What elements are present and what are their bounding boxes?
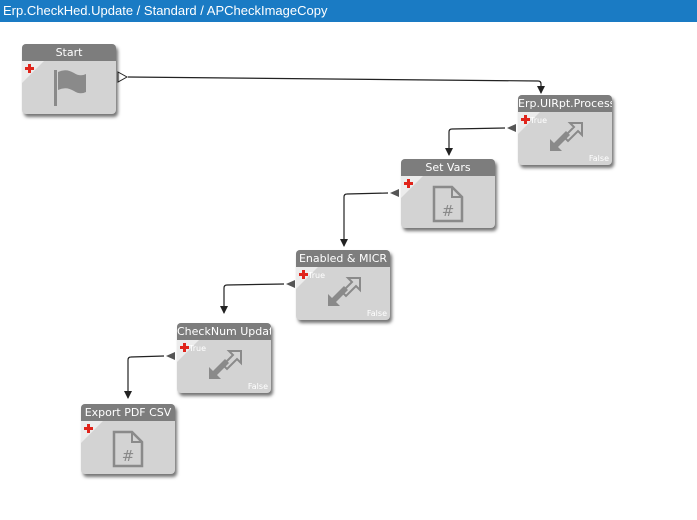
- connector-start-to-process: [127, 76, 545, 94]
- node-start-title: Start: [22, 44, 116, 61]
- svg-text:#: #: [442, 202, 455, 220]
- node-corner: [296, 267, 318, 289]
- node-enabled-title: Enabled & MICR: [296, 250, 390, 267]
- condition-arrows-icon: [328, 277, 361, 306]
- plus-icon[interactable]: [521, 115, 530, 124]
- node-setvars[interactable]: Set Vars #: [401, 159, 495, 228]
- false-label: False: [247, 382, 268, 391]
- window-title: Erp.CheckHed.Update / Standard / APCheck…: [0, 0, 697, 22]
- node-corner: [22, 61, 44, 83]
- true-label: True: [530, 116, 547, 125]
- plus-icon[interactable]: [180, 343, 189, 352]
- false-label: False: [588, 154, 609, 163]
- node-setvars-title: Set Vars: [401, 159, 495, 176]
- port-setvars-in[interactable]: [390, 189, 399, 197]
- port-start-out[interactable]: [117, 71, 129, 83]
- node-checknum[interactable]: CheckNum Update True False: [177, 323, 271, 393]
- node-enabled[interactable]: Enabled & MICR True False: [296, 250, 390, 320]
- flag-icon: [54, 70, 86, 106]
- plus-icon[interactable]: [84, 424, 93, 433]
- node-start[interactable]: Start: [22, 44, 116, 114]
- port-enabled-in[interactable]: [286, 280, 295, 288]
- connector-checknum-to-export: [124, 355, 165, 399]
- condition-arrows-icon: [550, 122, 583, 151]
- connector-enabled-to-checknum: [220, 283, 285, 314]
- plus-icon[interactable]: [299, 270, 308, 279]
- hash-document-icon: #: [112, 430, 144, 468]
- true-label: True: [189, 344, 206, 353]
- node-corner: [518, 112, 540, 134]
- connector-process-to-setvars: [445, 127, 506, 156]
- node-process-title: Erp.UIRpt.ProcessP: [518, 95, 612, 112]
- svg-text:#: #: [122, 447, 135, 465]
- node-checknum-title: CheckNum Update: [177, 323, 271, 340]
- hash-document-icon: #: [432, 185, 464, 223]
- true-label: True: [308, 271, 325, 280]
- condition-arrows-icon: [209, 350, 242, 379]
- plus-icon[interactable]: [25, 64, 34, 73]
- port-checknum-in[interactable]: [166, 352, 175, 360]
- node-export[interactable]: Export PDF CSV #: [81, 404, 175, 474]
- false-label: False: [366, 309, 387, 318]
- plus-icon[interactable]: [404, 179, 413, 188]
- port-process-in[interactable]: [507, 124, 516, 132]
- node-process[interactable]: Erp.UIRpt.ProcessP True False: [518, 95, 612, 165]
- node-corner: [401, 176, 423, 198]
- connector-setvars-to-enabled: [340, 192, 389, 247]
- node-corner: [81, 421, 103, 443]
- node-corner: [177, 340, 199, 362]
- node-export-title: Export PDF CSV: [81, 404, 175, 421]
